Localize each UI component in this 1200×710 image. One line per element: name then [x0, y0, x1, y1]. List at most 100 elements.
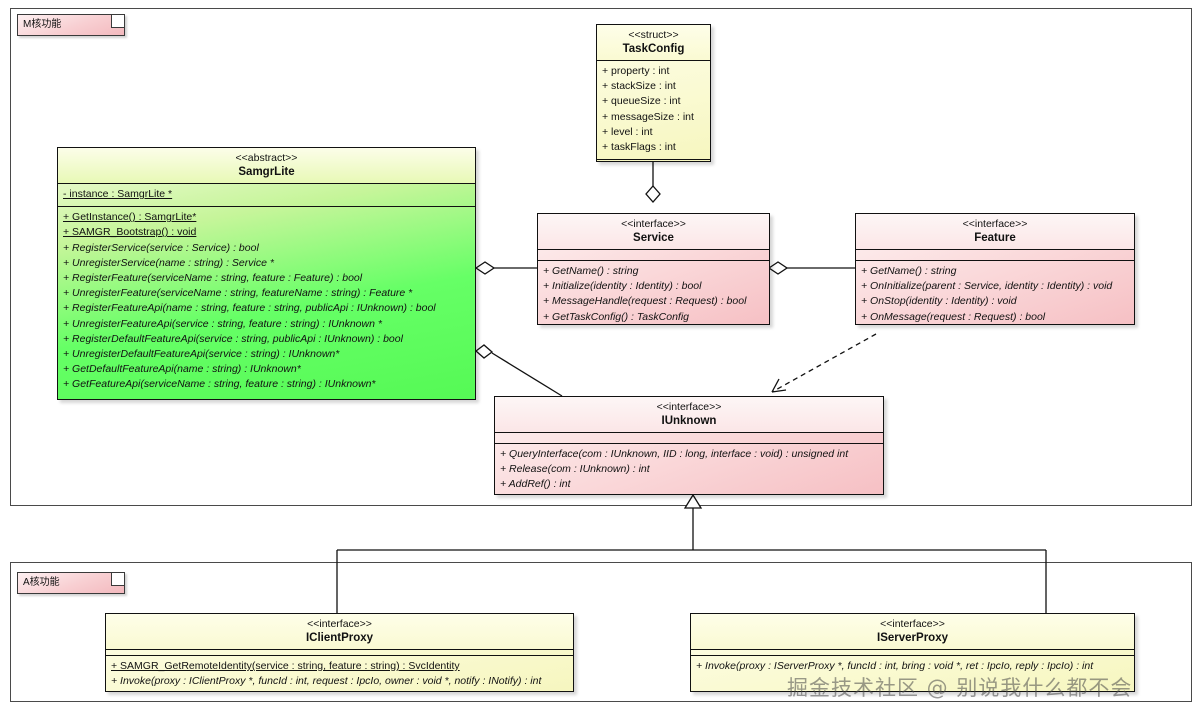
operation-row: + Invoke(proxy : IClientProxy *, funcId … — [111, 675, 542, 688]
operation-row: + GetName() : string — [543, 265, 639, 277]
operation-row: + OnStop(identity : Identity) : void — [861, 295, 1017, 308]
operation-row: + GetDefaultFeatureApi(name : string) : … — [63, 363, 301, 376]
operation-row: + OnInitialize(parent : Service, identit… — [861, 280, 1113, 293]
divider — [856, 260, 1134, 261]
operation-row: + GetName() : string — [861, 265, 957, 277]
package-label-m-core: M核功能 — [17, 14, 125, 36]
attribute-row: + stackSize : int — [602, 80, 676, 93]
taskconfig-name: TaskConfig — [622, 43, 685, 55]
operation-row: + UnregisterService(name : string) : Ser… — [63, 256, 274, 269]
package-fold-corner-icon — [111, 15, 124, 28]
divider — [538, 249, 769, 250]
taskconfig-stereotype: <<struct>> — [628, 29, 679, 41]
iclientproxy-name: IClientProxy — [305, 632, 374, 644]
iunknown-operations: + QueryInterface(com : IUnknown, IID : l… — [495, 444, 883, 494]
connector-taskconfig-service — [645, 161, 661, 203]
divider — [106, 649, 573, 650]
operation-row: + AddRef() : int — [500, 478, 571, 491]
attribute-row: + taskFlags : int — [602, 141, 676, 154]
connector-feature-iunknown-realization — [771, 333, 877, 393]
iserverproxy-header: <<interface>> IServerProxy — [691, 614, 1134, 649]
attribute-row: - instance : SamgrLite * — [63, 188, 173, 200]
class-box-samgrlite[interactable]: <<abstract>> SamgrLite - instance : Samg… — [57, 147, 476, 400]
divider — [58, 183, 475, 184]
service-attributes — [538, 250, 769, 260]
operation-row: + UnregisterFeatureApi(service : string,… — [63, 317, 382, 330]
service-header: <<interface>> Service — [538, 214, 769, 249]
service-stereotype: <<interface>> — [621, 218, 686, 230]
operation-row: + QueryInterface(com : IUnknown, IID : l… — [500, 448, 849, 460]
operation-row: + GetFeatureApi(serviceName : string, fe… — [63, 378, 376, 391]
feature-attributes — [856, 250, 1134, 260]
class-box-service[interactable]: <<interface>> Service + GetName() : stri… — [537, 213, 770, 325]
attribute-row: + property : int — [602, 65, 670, 77]
watermark-text: 掘金技术社区 @ 别说我什么都不会 — [787, 676, 1133, 700]
divider — [538, 260, 769, 261]
samgrlite-stereotype: <<abstract>> — [235, 152, 298, 164]
operation-row: + GetInstance() : SamgrLite* — [63, 211, 197, 224]
iunknown-header: <<interface>> IUnknown — [495, 397, 883, 432]
operation-row: + RegisterFeature(serviceName : string, … — [63, 272, 363, 285]
class-box-iserverproxy[interactable]: <<interface>> IServerProxy + Invoke(prox… — [690, 613, 1135, 692]
divider — [58, 206, 475, 208]
operation-row: + SAMGR_GetRemoteIdentity(service : stri… — [111, 660, 460, 672]
feature-stereotype: <<interface>> — [962, 218, 1028, 230]
operation-row: + Release(com : IUnknown) : int — [500, 463, 650, 476]
feature-operations: + GetName() : string + OnInitialize(pare… — [856, 261, 1134, 324]
connector-samgrlite-iunknown — [474, 344, 563, 397]
operation-row: + RegisterFeatureApi(name : string, feat… — [63, 302, 436, 315]
feature-name: Feature — [974, 232, 1016, 244]
package-label-a-core: A核功能 — [17, 572, 125, 594]
samgrlite-operations: + GetInstance() : SamgrLite* + SAMGR_Boo… — [58, 207, 475, 396]
attribute-row: + level : int — [602, 125, 653, 138]
iclientproxy-header: <<interface>> IClientProxy — [106, 614, 573, 649]
service-name: Service — [633, 232, 674, 244]
class-box-taskconfig[interactable]: <<struct>> TaskConfig + property : int +… — [596, 24, 711, 162]
operation-row: + UnregisterDefaultFeatureApi(service : … — [63, 348, 340, 361]
connector-proxies-iunknown-generalization — [336, 493, 1047, 613]
package-fold-corner-icon — [111, 573, 124, 586]
operation-row: + SAMGR_Bootstrap() : void — [63, 226, 197, 239]
samgrlite-header: <<abstract>> SamgrLite — [58, 148, 475, 183]
connector-samgrlite-service — [474, 261, 537, 275]
operation-row: + RegisterService(service : Service) : b… — [63, 241, 259, 254]
class-box-iunknown[interactable]: <<interface>> IUnknown + QueryInterface(… — [494, 396, 884, 495]
operation-row: + RegisterDefaultFeatureApi(service : st… — [63, 332, 403, 345]
iclientproxy-stereotype: <<interface>> — [307, 618, 372, 630]
operation-row: + OnMessage(request : Request) : bool — [861, 310, 1046, 323]
connector-service-feature — [767, 261, 855, 275]
divider — [495, 432, 883, 433]
service-operations: + GetName() : string + Initialize(identi… — [538, 261, 769, 324]
operation-row: + GetTaskConfig() : TaskConfig — [543, 310, 690, 323]
divider — [691, 655, 1134, 656]
taskconfig-attributes: + property : int + stackSize : int + que… — [597, 61, 710, 159]
operation-row: + UnregisterFeature(serviceName : string… — [63, 287, 413, 300]
divider — [495, 443, 883, 444]
class-box-iclientproxy[interactable]: <<interface>> IClientProxy + SAMGR_GetRe… — [105, 613, 574, 692]
iserverproxy-operations: + Invoke(proxy : IServerProxy *, funcId … — [691, 656, 1134, 678]
operation-row: + Invoke(proxy : IServerProxy *, funcId … — [696, 660, 1094, 672]
iclientproxy-operations: + SAMGR_GetRemoteIdentity(service : stri… — [106, 656, 573, 691]
operation-row: + Initialize(identity : Identity) : bool — [543, 280, 702, 293]
package-a-core-label-text: A核功能 — [23, 577, 60, 588]
operation-row: + MessageHandle(request : Request) : boo… — [543, 295, 747, 308]
iunknown-stereotype: <<interface>> — [656, 401, 722, 413]
iunknown-attributes — [495, 433, 883, 443]
samgrlite-name: SamgrLite — [238, 166, 295, 178]
iserverproxy-stereotype: <<interface>> — [880, 618, 945, 630]
iunknown-name: IUnknown — [661, 415, 717, 427]
attribute-row: + messageSize : int — [602, 110, 694, 123]
class-box-feature[interactable]: <<interface>> Feature + GetName() : stri… — [855, 213, 1135, 325]
samgrlite-attributes: - instance : SamgrLite * — [58, 184, 475, 206]
divider — [597, 60, 710, 61]
package-m-core-label-text: M核功能 — [23, 19, 62, 30]
divider — [597, 159, 710, 161]
taskconfig-operations — [597, 160, 710, 161]
divider — [691, 649, 1134, 650]
divider — [856, 249, 1134, 250]
taskconfig-header: <<struct>> TaskConfig — [597, 25, 710, 60]
iserverproxy-name: IServerProxy — [877, 632, 948, 644]
attribute-row: + queueSize : int — [602, 95, 681, 108]
